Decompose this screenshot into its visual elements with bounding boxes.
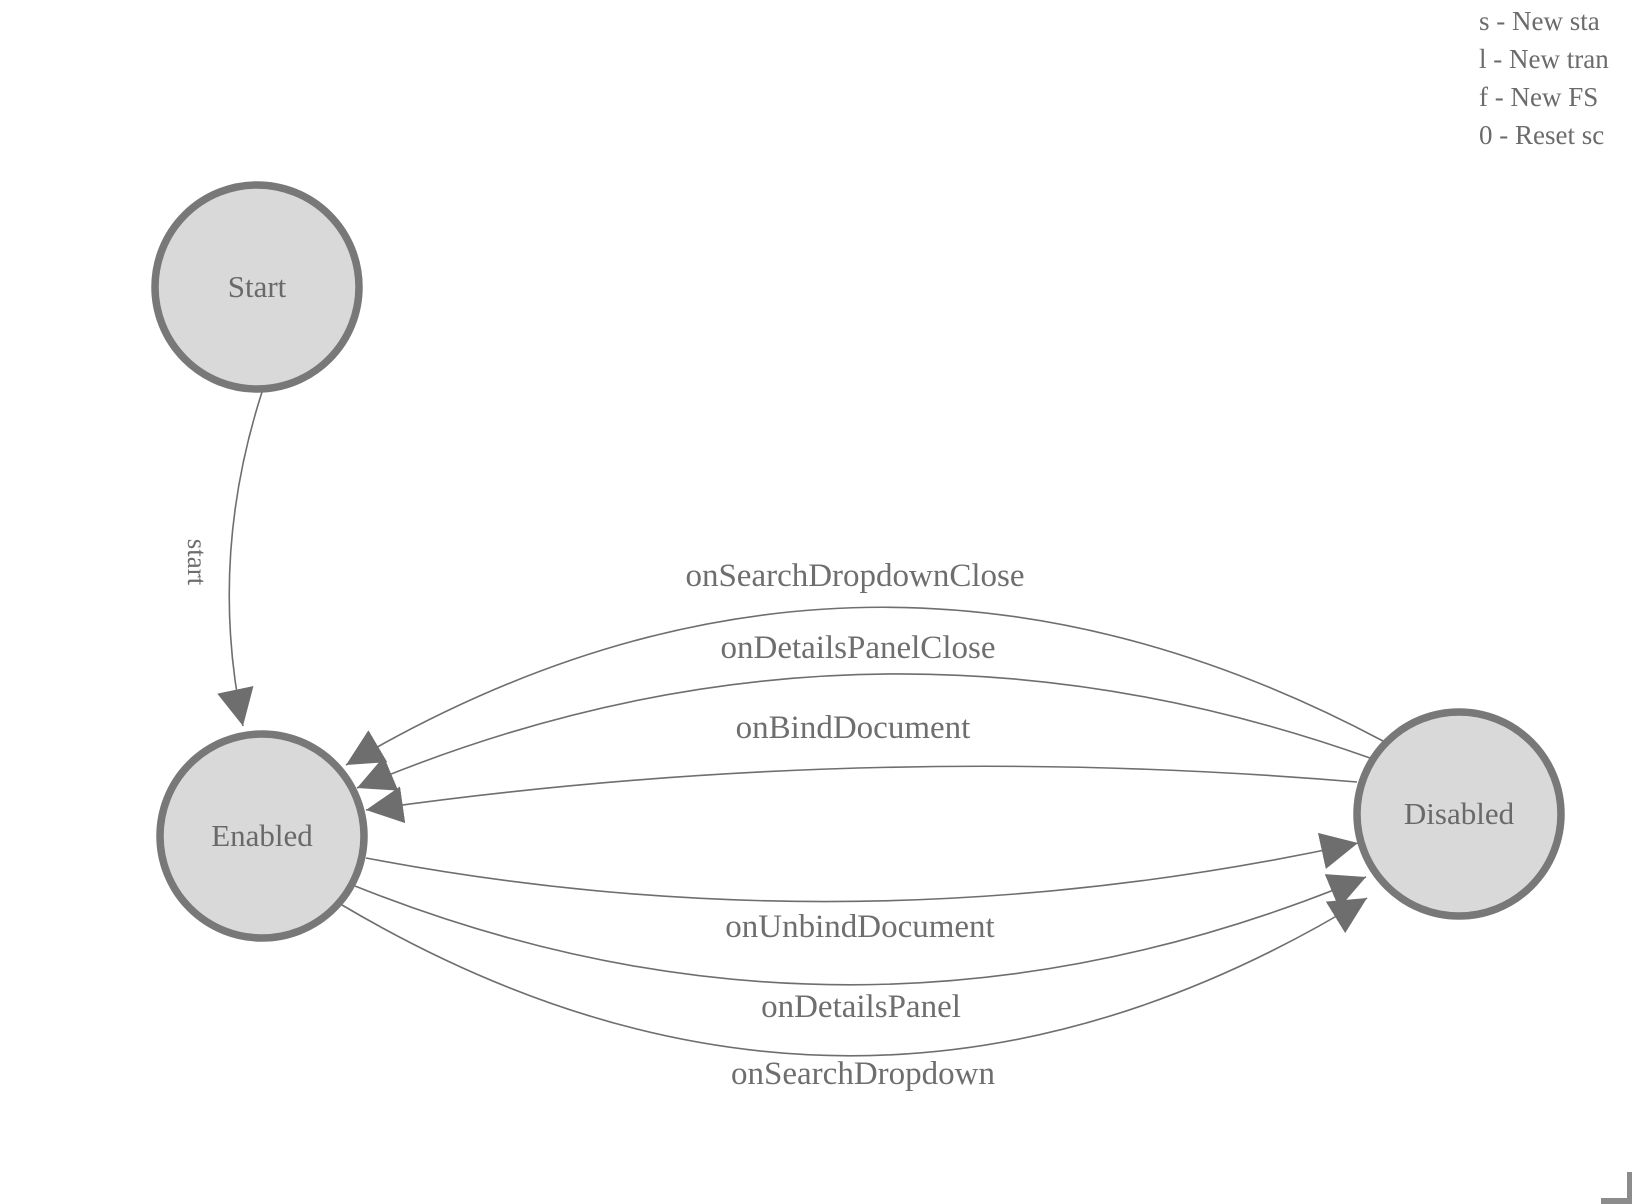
edge-label-onDetailsPanel: onDetailsPanel [761,989,961,1025]
edge-label-onSearchDropdown: onSearchDropdown [731,1056,995,1092]
state-node-disabled[interactable] [1353,708,1565,920]
shortcut-legend: s - New sta l - New tran f - New FS 0 - … [1479,2,1609,154]
edge-start-to-enabled[interactable] [217,391,263,727]
legend-line-reset: 0 - Reset sc [1479,120,1605,150]
edge-onSearchDropdownClose[interactable] [345,606,1384,766]
edge-onSearchDropdown[interactable] [341,897,1368,1057]
edge-label-onDetailsPanelClose: onDetailsPanelClose [721,630,996,666]
edge-group [217,391,1384,1057]
state-label-enabled: Enabled [211,818,313,853]
edge-label-group: start onSearchDropdownClose onDetailsPan… [182,539,1025,1092]
legend-line-new-fsm: f - New FS [1479,82,1599,112]
edge-label-start: start [182,539,212,586]
state-label-start: Start [228,269,287,304]
edge-onBindDocument[interactable] [365,765,1358,824]
legend-line-new-transition: l - New tran [1479,44,1609,74]
edge-label-onSearchDropdownClose: onSearchDropdownClose [685,558,1024,594]
state-node-start[interactable] [151,181,363,393]
edge-onUnbindDocument[interactable] [365,832,1359,903]
corner-frame-vertical-bar [1627,1172,1632,1204]
state-label-disabled: Disabled [1404,796,1515,831]
legend-line-new-state: s - New sta [1479,6,1600,36]
corner-frame-horizontal-bar [1601,1198,1632,1204]
edge-onDetailsPanel[interactable] [354,874,1367,986]
edge-onDetailsPanelClose[interactable] [356,673,1371,791]
edge-label-onUnbindDocument: onUnbindDocument [725,909,994,945]
edge-label-onBindDocument: onBindDocument [736,710,971,746]
state-node-enabled[interactable] [156,730,368,942]
node-group: Start Enabled Disabled [151,181,1565,942]
